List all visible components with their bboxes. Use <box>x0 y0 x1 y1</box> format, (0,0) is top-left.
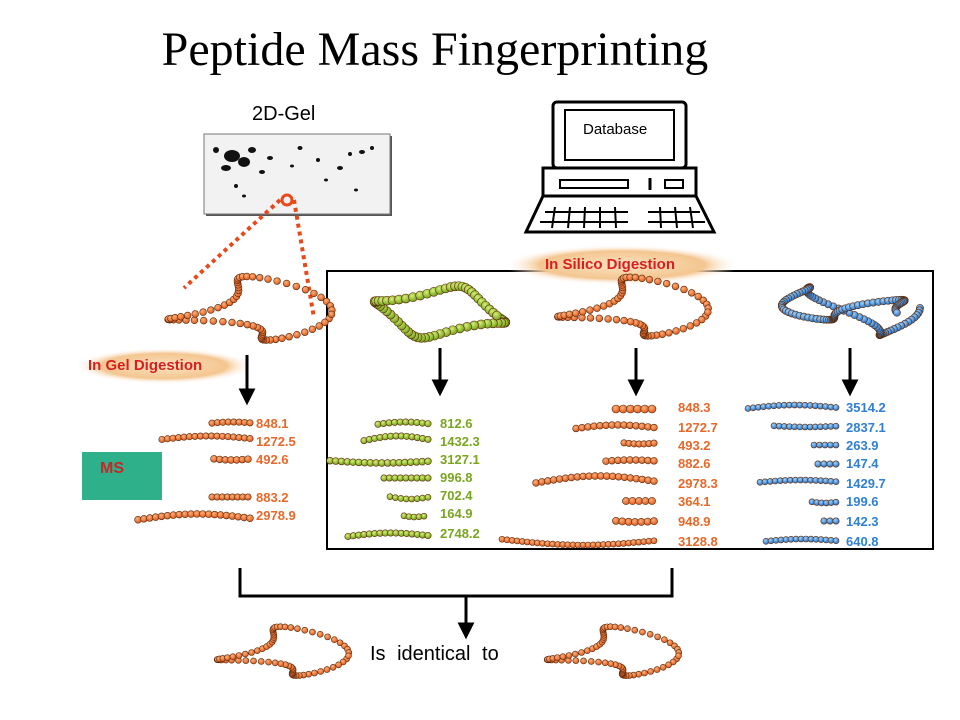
mass-value: 848.1 <box>256 416 289 431</box>
in-silico-pill <box>504 245 740 285</box>
blue-fragment <box>744 401 840 412</box>
mass-value: 1272.5 <box>256 434 296 449</box>
mass-value: 2748.2 <box>440 526 480 541</box>
page-title: Peptide Mass Fingerprinting <box>161 23 709 76</box>
in-gel-label: In Gel Digestion <box>88 357 203 374</box>
zoom-lines <box>182 198 316 319</box>
green-fragment <box>374 418 432 428</box>
gel-label: 2D-Gel <box>252 103 316 125</box>
gel-image <box>203 133 392 216</box>
mass-value: 492.6 <box>256 452 289 467</box>
mass-value: 263.9 <box>846 438 879 453</box>
gel-fragment <box>158 432 254 443</box>
orange-fragment <box>532 472 658 487</box>
mass-value: 996.8 <box>440 470 473 485</box>
database-label: Database <box>583 121 648 138</box>
mass-value: 493.2 <box>678 438 711 453</box>
orange-fragment <box>620 439 658 448</box>
blue-fragment <box>762 535 840 545</box>
orange-fragment <box>611 404 657 414</box>
ms-box <box>82 452 162 500</box>
ms-label: MS <box>100 460 124 477</box>
green-fragment <box>326 457 432 467</box>
mass-value: 2978.3 <box>678 476 718 491</box>
orange-fragment <box>602 456 658 465</box>
green-fragment <box>400 512 428 521</box>
blue-fragment <box>756 476 840 486</box>
gel-fragment <box>208 418 254 427</box>
mass-value: 640.8 <box>846 534 879 549</box>
mass-value: 164.9 <box>440 506 473 521</box>
blue-fragment <box>808 498 840 507</box>
orange-fragment <box>612 516 658 526</box>
mass-value: 147.4 <box>846 456 879 471</box>
blue-protein-icon <box>777 283 924 340</box>
mass-value: 1432.3 <box>440 434 480 449</box>
blue-fragment <box>814 460 840 468</box>
orange-protein-icon <box>554 273 712 340</box>
mass-value: 948.9 <box>678 514 711 529</box>
mass-value: 142.3 <box>846 514 879 529</box>
gel-protein-icon <box>164 272 336 344</box>
mass-value: 364.1 <box>678 494 711 509</box>
orange-fragment <box>498 535 658 549</box>
gel-fragment <box>134 510 254 524</box>
selected-spot-marker <box>280 193 294 207</box>
in-silico-label: In Silico Digestion <box>545 256 676 273</box>
mass-value: 2978.9 <box>256 508 296 523</box>
gel-fragment <box>208 493 252 501</box>
gel-fragment <box>210 455 252 464</box>
green-fragment <box>380 474 432 482</box>
mass-value: 812.6 <box>440 416 473 431</box>
mass-value: 3514.2 <box>846 400 886 415</box>
result-protein-right-icon <box>543 623 683 679</box>
green-fragment <box>360 432 432 445</box>
computer-icon <box>523 100 717 234</box>
blue-fragment <box>810 441 840 449</box>
green-protein-icon <box>369 281 511 343</box>
arrows <box>238 348 859 640</box>
mass-value: 2837.1 <box>846 420 886 435</box>
mass-value: 848.3 <box>678 400 711 415</box>
in-gel-pill <box>74 348 254 384</box>
orange-fragment <box>622 497 656 505</box>
blue-fragment <box>770 422 840 431</box>
mass-value: 199.6 <box>846 494 879 509</box>
mass-value: 3128.8 <box>678 534 718 549</box>
mass-value: 3127.1 <box>440 452 480 467</box>
orange-fragment <box>572 421 658 433</box>
mass-value: 702.4 <box>440 488 473 503</box>
mass-value: 883.2 <box>256 490 289 505</box>
blue-fragment <box>820 517 840 525</box>
conclusion-text: Is identical to <box>370 643 499 665</box>
result-protein-left-icon <box>213 623 353 679</box>
mass-value: 1429.7 <box>846 476 886 491</box>
mass-value: 1272.7 <box>678 420 718 435</box>
green-fragment <box>344 529 432 540</box>
mass-value: 882.6 <box>678 456 711 471</box>
green-fragment <box>386 493 432 503</box>
